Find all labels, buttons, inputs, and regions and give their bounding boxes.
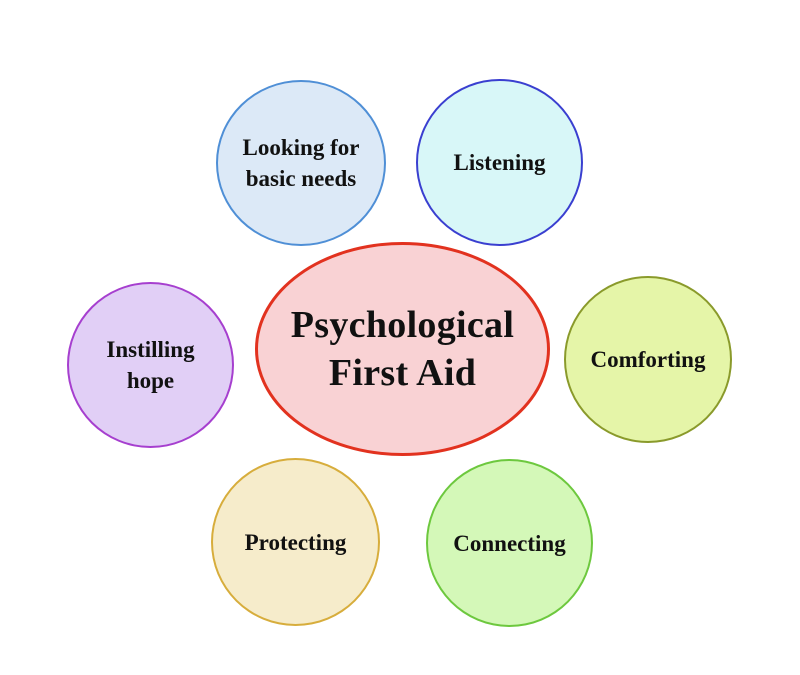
node-comforting: Comforting bbox=[564, 276, 732, 443]
node-label: Looking for basic needs bbox=[242, 135, 360, 191]
central-topic-label: Psychological First Aid bbox=[290, 304, 515, 394]
node-label: Instilling hope bbox=[106, 337, 195, 393]
node-protecting: Protecting bbox=[211, 458, 380, 626]
node-looking-for-basic-needs: Looking for basic needs bbox=[216, 80, 386, 246]
node-label: Comforting bbox=[590, 347, 706, 372]
node-listening: Listening bbox=[416, 79, 583, 246]
node-label: Listening bbox=[453, 150, 546, 175]
node-label: Protecting bbox=[244, 529, 347, 555]
central-topic-ellipse: Psychological First Aid bbox=[255, 242, 550, 456]
node-label: Connecting bbox=[453, 530, 566, 556]
node-connecting: Connecting bbox=[426, 459, 593, 627]
node-instilling-hope: Instilling hope bbox=[67, 282, 234, 448]
